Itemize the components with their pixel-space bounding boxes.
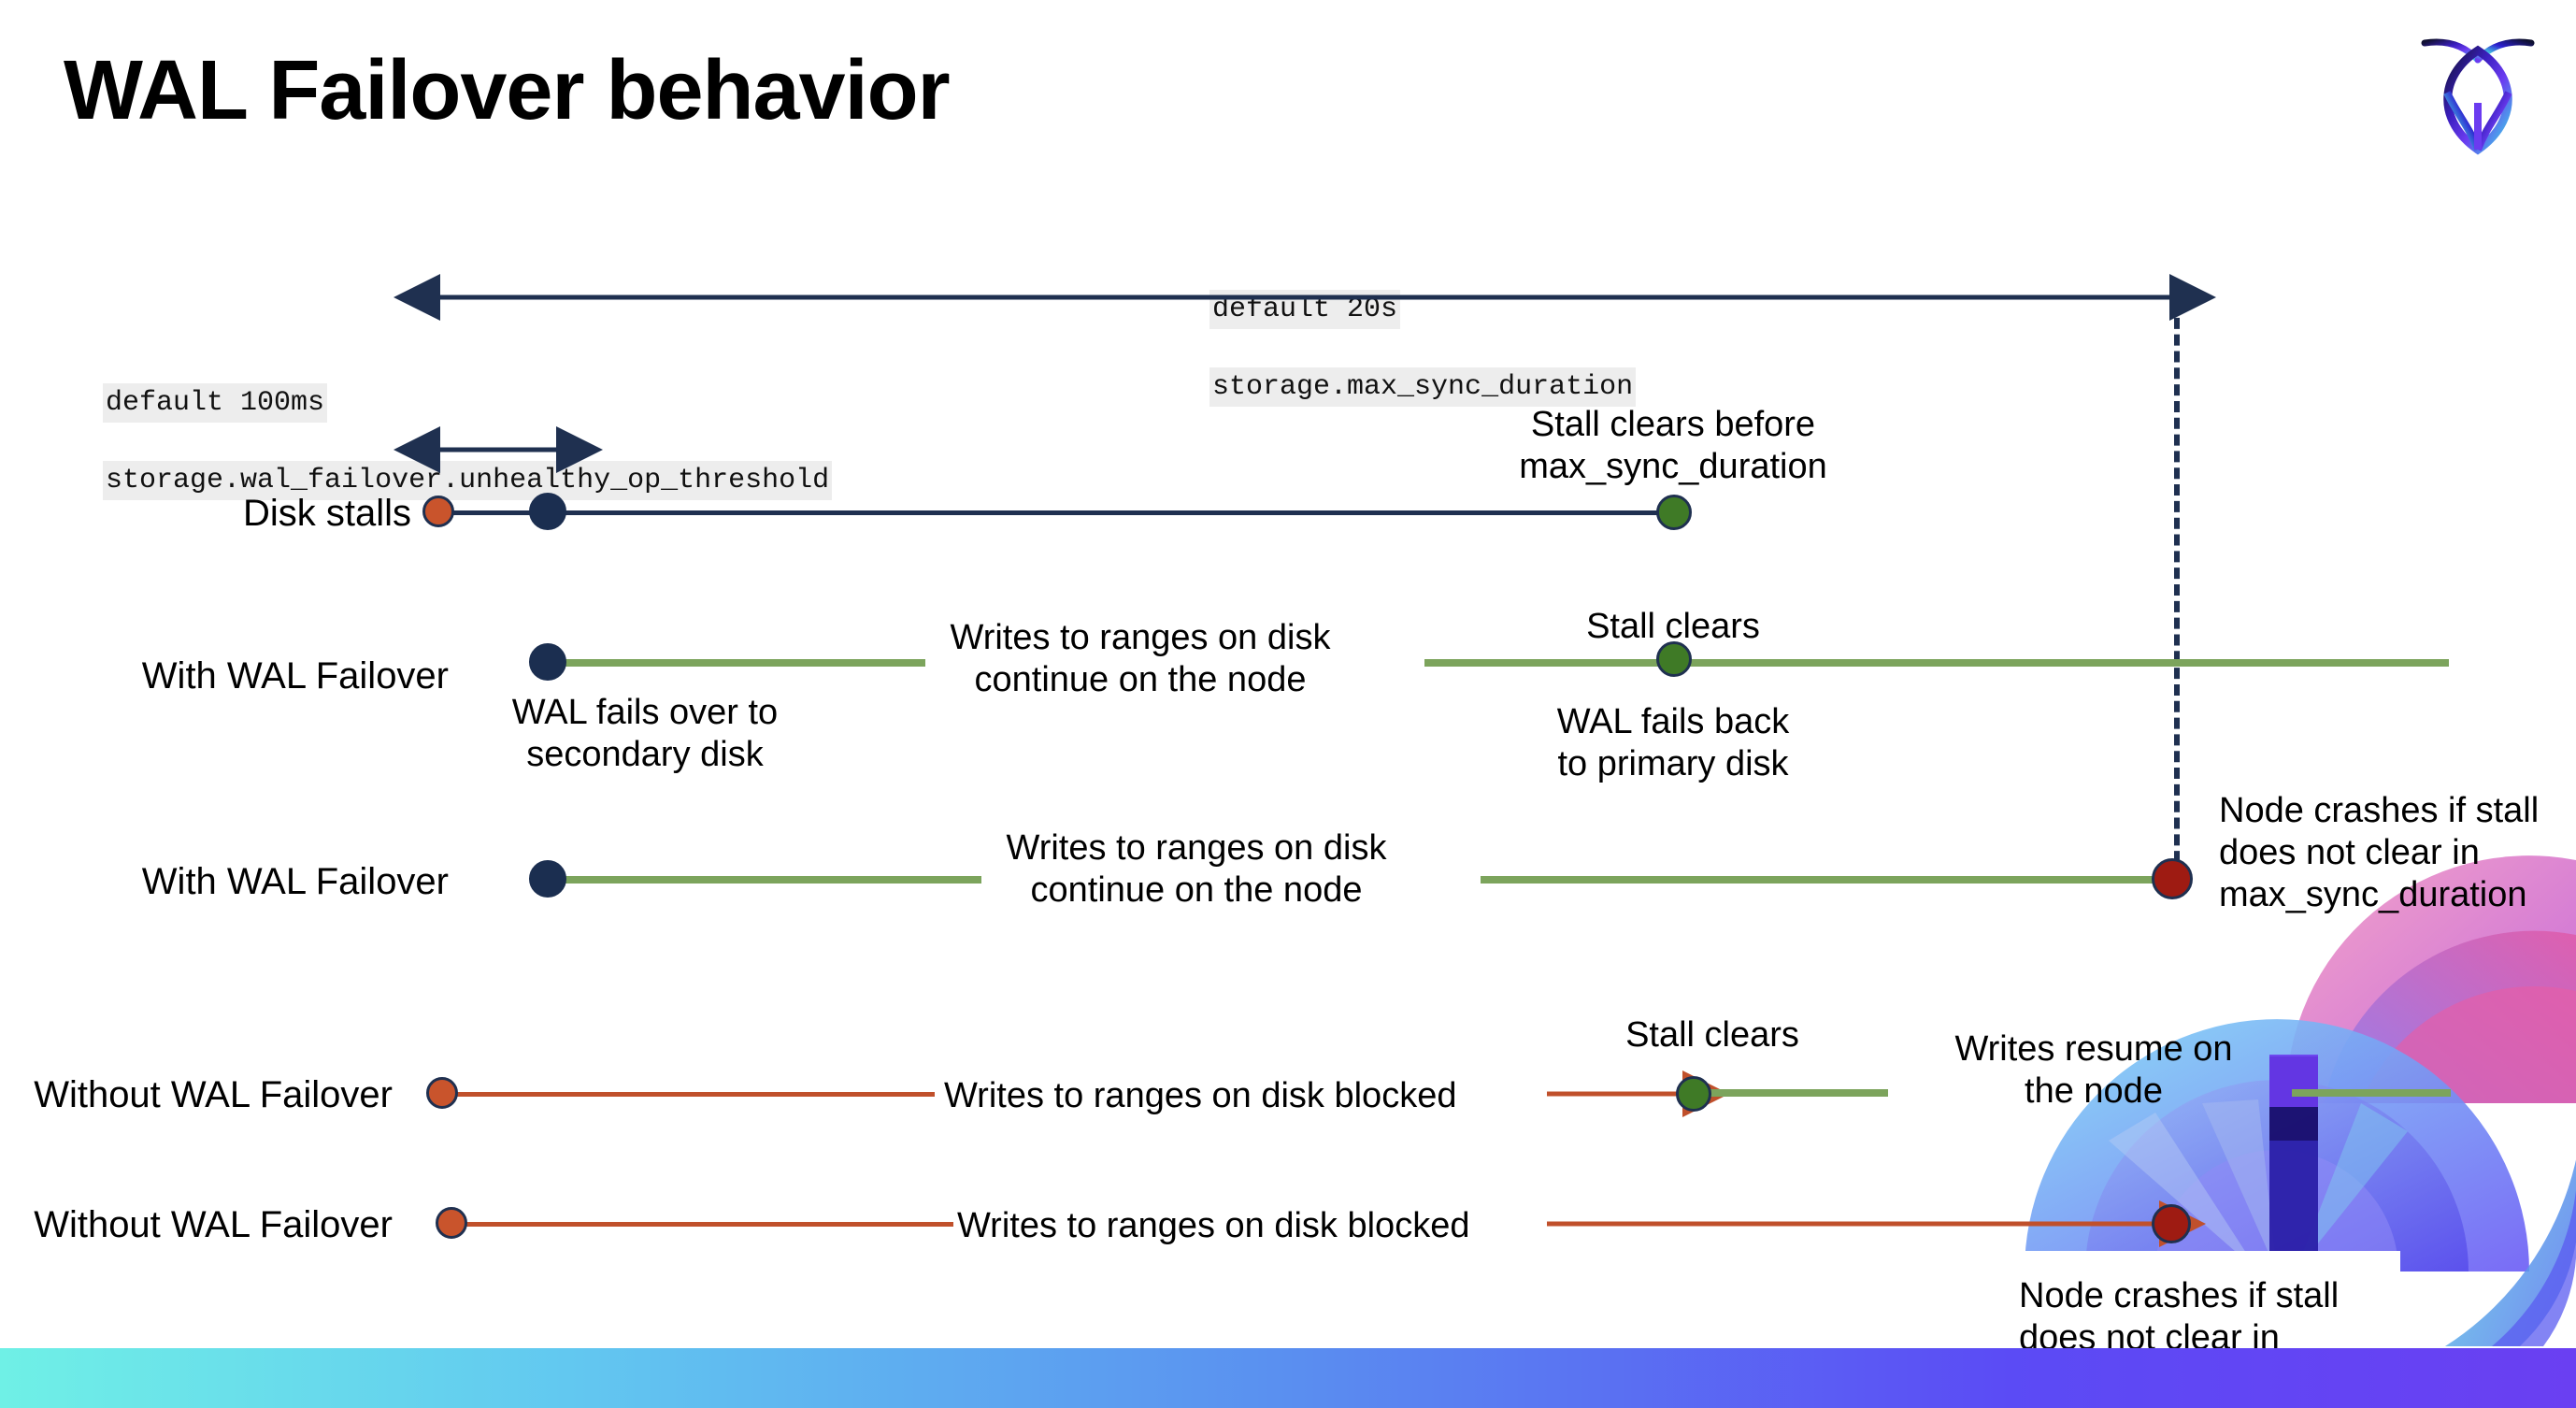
- max-sync-deadline-dashed-line: [2174, 301, 2180, 879]
- note-writes-continue-2: Writes to ranges on disk continue on the…: [1006, 828, 1387, 910]
- without-failover-resume-line-a: [1701, 1089, 1888, 1097]
- without-failover-blocked-line-a: [449, 1092, 935, 1097]
- note-node-crashes-1: Node crashes if stall does not clear in …: [2219, 791, 2540, 914]
- page-title: WAL Failover behavior: [64, 44, 951, 137]
- wal-failover2-segment-b: [1481, 876, 2182, 884]
- wal-failover-trigger-dot: [529, 493, 566, 530]
- wal-failover2-start-dot: [529, 860, 566, 898]
- wal-failover-segment-a: [542, 659, 925, 667]
- note-writes-continue-1: Writes to ranges on disk continue on the…: [950, 618, 1331, 699]
- wal-failback-dot: [1656, 641, 1692, 677]
- annotation-max-sync-line1: default 20s: [1209, 290, 1401, 330]
- wal-failover-segment-b: [1424, 659, 2449, 667]
- note-writes-blocked-1: Writes to ranges on disk blocked: [944, 1076, 1457, 1115]
- disk-stall-clear-dot: [1656, 495, 1692, 530]
- note-writes-resume: Writes resume on the node: [1954, 1029, 2233, 1111]
- wal-failover-start-dot: [529, 643, 566, 681]
- wal-failover2-segment-a: [542, 876, 981, 884]
- note-stall-clears-1: Stall clears: [1586, 607, 1760, 646]
- node-crash-dot-2: [2152, 1204, 2191, 1243]
- note-writes-blocked-2: Writes to ranges on disk blocked: [957, 1206, 1470, 1245]
- note-stall-clears-before: Stall clears before max_sync_duration: [1519, 405, 1827, 486]
- disk-stall-start-dot: [422, 496, 454, 527]
- note-wal-fails-back: WAL fails back to primary disk: [1556, 702, 1790, 783]
- node-crash-dot-1: [2152, 858, 2193, 899]
- row-label-with-wal-failover-2: With WAL Failover: [141, 861, 449, 902]
- without-failover-resume-line-b: [2292, 1089, 2451, 1097]
- without-failover-stall-start-dot-2: [436, 1207, 467, 1239]
- note-wal-fails-over: WAL fails over to secondary disk: [511, 693, 779, 774]
- without-failover-stall-start-dot-1: [426, 1077, 458, 1109]
- disk-stalls-timeline: [439, 510, 1673, 515]
- note-stall-clears-2: Stall clears: [1625, 1015, 1799, 1055]
- annotation-unhealthy-line1: default 100ms: [103, 383, 328, 424]
- annotation-max-sync-line2: storage.max_sync_duration: [1209, 366, 1637, 407]
- row-label-with-wal-failover-1: With WAL Failover: [141, 655, 449, 697]
- cockroachdb-logo-icon: [2417, 22, 2539, 163]
- row-label-without-wal-failover-1: Without WAL Failover: [34, 1074, 393, 1115]
- without-failover-blocked-line-b: [458, 1222, 953, 1227]
- row-label-without-wal-failover-2: Without WAL Failover: [34, 1204, 393, 1245]
- row-label-disk-stalls: Disk stalls: [242, 493, 411, 534]
- bottom-gradient-bar: [0, 1348, 2576, 1408]
- without-failover-stall-clear-dot: [1676, 1076, 1711, 1112]
